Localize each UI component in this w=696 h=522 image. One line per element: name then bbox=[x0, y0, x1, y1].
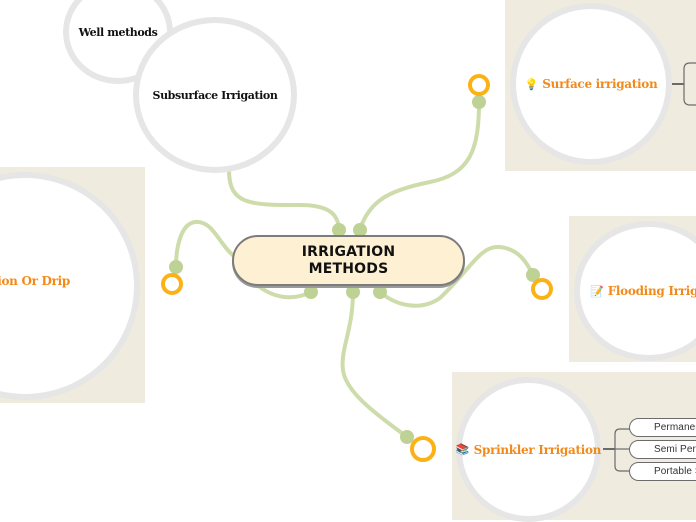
topic-label: Subsurface Irrigation bbox=[152, 88, 278, 102]
central-topic[interactable]: IRRIGATION METHODS bbox=[232, 235, 465, 286]
topic-label: Sprinkler Irrigation bbox=[473, 442, 602, 457]
connector-dots bbox=[169, 95, 540, 444]
topic-label: Surface irrigation bbox=[542, 77, 658, 91]
subtopic-semi-permanent-system[interactable]: Semi Perma bbox=[629, 440, 696, 459]
topic-surface-irrigation[interactable]: 💡 Surface irrigation bbox=[510, 3, 672, 165]
topic-label: gation Or Drip bbox=[0, 274, 70, 288]
subtopic-permanent-system[interactable]: Permanent S bbox=[629, 418, 696, 437]
central-topic-line2: METHODS bbox=[308, 260, 389, 277]
notepad-pencil-icon: 📝 bbox=[590, 284, 604, 298]
books-icon: 📚 bbox=[455, 443, 470, 456]
topic-label: Well methods bbox=[78, 25, 158, 39]
subtopic-label: Portable Sys bbox=[654, 466, 696, 477]
topic-flooding-irrigation[interactable]: 📝 Flooding Irrigation bbox=[574, 221, 696, 361]
topic-label: Flooding Irrigation bbox=[607, 284, 696, 298]
lightbulb-icon: 💡 bbox=[524, 77, 539, 91]
collapse-toggle-surface[interactable] bbox=[468, 74, 490, 96]
topic-subsurface-irrigation[interactable]: Subsurface Irrigation bbox=[133, 17, 297, 173]
topic-sprinkler-irrigation[interactable]: 📚 Sprinkler Irrigation bbox=[456, 377, 601, 522]
subtopic-label: Permanent S bbox=[654, 422, 696, 433]
collapse-toggle-drip[interactable] bbox=[161, 273, 183, 295]
subtopic-label: Semi Perma bbox=[654, 444, 696, 455]
central-topic-line1: IRRIGATION bbox=[301, 243, 396, 260]
collapse-toggle-flooding[interactable] bbox=[531, 278, 553, 300]
subtopic-portable-system[interactable]: Portable Sys bbox=[629, 462, 696, 481]
collapse-toggle-sprinkler[interactable] bbox=[410, 436, 436, 462]
